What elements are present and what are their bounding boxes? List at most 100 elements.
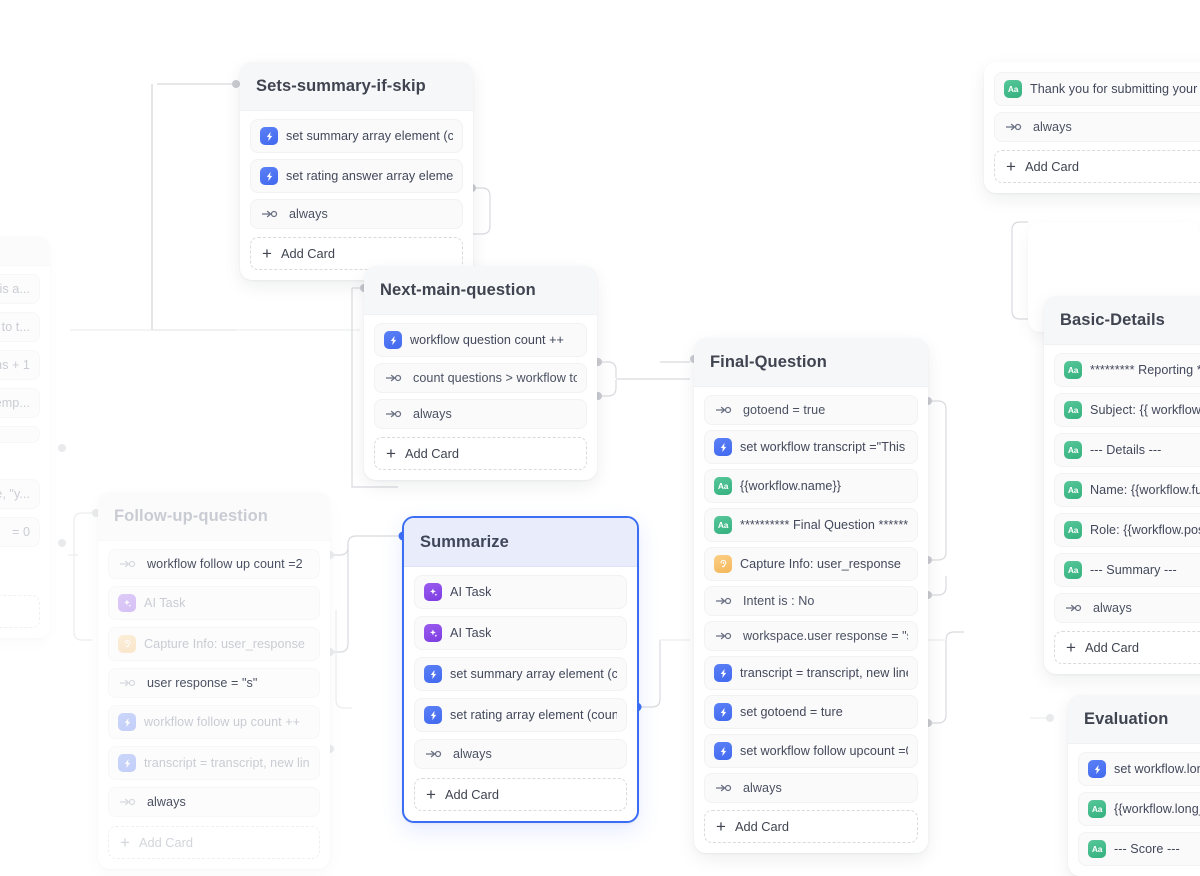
row-item[interactable]: on to t... xyxy=(0,312,40,342)
row-ai-task[interactable]: AI Task xyxy=(414,616,627,650)
row-capture[interactable]: Capture Info: user_response xyxy=(704,547,918,581)
add-card-button[interactable]: + Add Card xyxy=(994,150,1200,183)
node-header[interactable]: Final-Question xyxy=(694,338,928,387)
row-condition[interactable]: always xyxy=(374,399,587,429)
row-label: workflow question count ++ xyxy=(410,333,564,347)
row-label: AI Task xyxy=(450,585,492,599)
node-basic-details[interactable]: Basic-Details Aa ********* Reporting ***… xyxy=(1044,296,1200,674)
row-item[interactable]: line, "y... xyxy=(0,479,40,509)
edge-next-main-out-join2 xyxy=(598,380,617,397)
port-sets-summary-in[interactable] xyxy=(232,80,240,88)
row-label: always xyxy=(1093,601,1132,615)
row-text[interactable]: Aa ********** Final Question ********... xyxy=(704,508,918,542)
row-label: always xyxy=(147,795,186,809)
add-card-button[interactable]: + Add Card xyxy=(108,826,320,859)
row-item[interactable]: = 0 xyxy=(0,517,40,547)
row-text[interactable]: Aa {{workflow.name}} xyxy=(704,469,918,503)
node-header[interactable]: Basic-Details xyxy=(1044,296,1200,345)
row-text[interactable]: Aa Subject: {{ workflow.nam xyxy=(1054,393,1200,427)
set-variable-icon xyxy=(384,331,402,349)
row-condition[interactable]: user response = "s" xyxy=(108,668,320,698)
row-set[interactable]: set summary array element (count ... xyxy=(250,119,463,153)
row-text[interactable]: Aa {{workflow.long_su xyxy=(1078,792,1200,826)
row-text[interactable]: Aa Thank you for submitting your info... xyxy=(994,72,1200,106)
add-card-button[interactable]: + Add Card xyxy=(0,595,40,628)
add-card-button[interactable]: + Add Card xyxy=(250,237,463,270)
row-text[interactable]: Aa --- Score --- xyxy=(1078,832,1200,866)
add-card-button[interactable]: + Add Card xyxy=(414,778,627,811)
set-variable-icon xyxy=(1088,760,1106,778)
row-label: Name: {{workflow.full_na xyxy=(1090,483,1200,497)
node-thank-you[interactable]: Aa Thank you for submitting your info...… xyxy=(984,62,1200,193)
text-icon: Aa xyxy=(1088,840,1106,858)
add-card-label: Add Card xyxy=(1084,640,1139,655)
row-text[interactable]: Aa Role: {{workflow.position xyxy=(1054,513,1200,547)
node-header[interactable]: Sets-summary-if-skip xyxy=(240,62,473,111)
port-left-offscreen-out-2[interactable] xyxy=(58,539,66,547)
row-condition[interactable]: always xyxy=(250,199,463,229)
row-label: {{workflow.long_su xyxy=(1114,802,1200,816)
row-text[interactable]: Aa --- Details --- xyxy=(1054,433,1200,467)
row-set[interactable]: transcript = transcript, new line, "y... xyxy=(108,746,320,780)
row-item[interactable]: ns + 1 xyxy=(0,350,40,380)
row-item[interactable] xyxy=(0,426,40,443)
row-text[interactable]: Aa --- Summary --- xyxy=(1054,553,1200,587)
edge-sets-summary-out xyxy=(472,187,491,235)
row-set[interactable]: workflow follow up count ++ xyxy=(108,705,320,739)
node-next-main-question[interactable]: Next-main-question workflow question cou… xyxy=(364,266,597,480)
node-header[interactable]: Evaluation xyxy=(1068,695,1200,744)
node-header[interactable]: Follow-up-question xyxy=(98,492,330,541)
row-condition[interactable]: always xyxy=(704,773,918,803)
row-ai-task[interactable]: AI Task xyxy=(108,586,320,620)
node-left-offscreen[interactable]: his is a... on to t... ns + 1 v.temp... … xyxy=(0,236,50,638)
condition-arrow-icon xyxy=(386,372,402,384)
row-label: count questions > workflow total... xyxy=(413,371,577,385)
node-sets-summary-if-skip[interactable]: Sets-summary-if-skip set summary array e… xyxy=(240,62,473,280)
row-set[interactable]: set workflow transcript ="This is a... xyxy=(704,430,918,464)
row-ai-task[interactable]: AI Task xyxy=(414,575,627,609)
row-text[interactable]: Aa Name: {{workflow.full_na xyxy=(1054,473,1200,507)
row-set[interactable]: transcript = transcript, new line, "y... xyxy=(704,656,918,690)
port-evaluation-in[interactable] xyxy=(1046,714,1054,722)
row-label: --- Score --- xyxy=(1114,842,1180,856)
node-title: Evaluation xyxy=(1084,710,1169,728)
node-final-question[interactable]: Final-Question gotoend = true set workfl… xyxy=(694,338,928,853)
row-item[interactable]: his is a... xyxy=(0,274,40,304)
row-condition[interactable]: workflow follow up count =2 xyxy=(108,549,320,579)
node-header[interactable] xyxy=(0,236,50,266)
row-condition[interactable]: workspace.user response = "s" o... xyxy=(704,621,918,651)
row-condition[interactable]: always xyxy=(108,787,320,817)
row-label: AI Task xyxy=(144,596,186,610)
row-condition[interactable]: always xyxy=(414,739,627,769)
condition-arrow-icon xyxy=(426,748,442,760)
node-follow-up-question[interactable]: Follow-up-question workflow follow up co… xyxy=(98,492,330,869)
row-label: set workflow follow upcount =0 xyxy=(740,744,908,758)
add-card-button[interactable]: + Add Card xyxy=(704,810,918,843)
row-set[interactable]: set workflow follow upcount =0 xyxy=(704,734,918,768)
node-header[interactable]: Next-main-question xyxy=(364,266,597,315)
row-set[interactable]: set workflow.long_ xyxy=(1078,752,1200,786)
node-header[interactable]: Summarize xyxy=(404,518,637,567)
add-card-button[interactable]: + Add Card xyxy=(374,437,587,470)
port-left-offscreen-out-1[interactable] xyxy=(58,444,66,452)
row-set[interactable]: set rating array element (count qu... xyxy=(414,698,627,732)
condition-arrow-icon xyxy=(1006,121,1022,133)
row-set[interactable]: set summary array element (count ... xyxy=(414,657,627,691)
row-set[interactable]: workflow question count ++ xyxy=(374,323,587,357)
row-set[interactable]: set gotoend = ture xyxy=(704,695,918,729)
node-evaluation[interactable]: Evaluation set workflow.long_ Aa {{workf… xyxy=(1068,695,1200,876)
node-title: Sets-summary-if-skip xyxy=(256,77,426,95)
add-card-button[interactable]: + Add Card xyxy=(1054,631,1200,664)
row-capture[interactable]: Capture Info: user_response xyxy=(108,627,320,661)
row-condition[interactable]: Intent is : No xyxy=(704,586,918,616)
node-title: Follow-up-question xyxy=(114,507,268,525)
node-summarize[interactable]: Summarize AI Task AI Task set summary ar… xyxy=(402,516,639,823)
row-condition[interactable]: count questions > workflow total... xyxy=(374,363,587,393)
row-condition[interactable]: always xyxy=(1054,593,1200,623)
row-condition[interactable]: always xyxy=(994,112,1200,142)
row-item[interactable]: v.temp... xyxy=(0,388,40,418)
row-text[interactable]: Aa ********* Reporting **** xyxy=(1054,353,1200,387)
row-condition[interactable]: gotoend = true xyxy=(704,395,918,425)
row-set[interactable]: set rating answer array element (c... xyxy=(250,159,463,193)
